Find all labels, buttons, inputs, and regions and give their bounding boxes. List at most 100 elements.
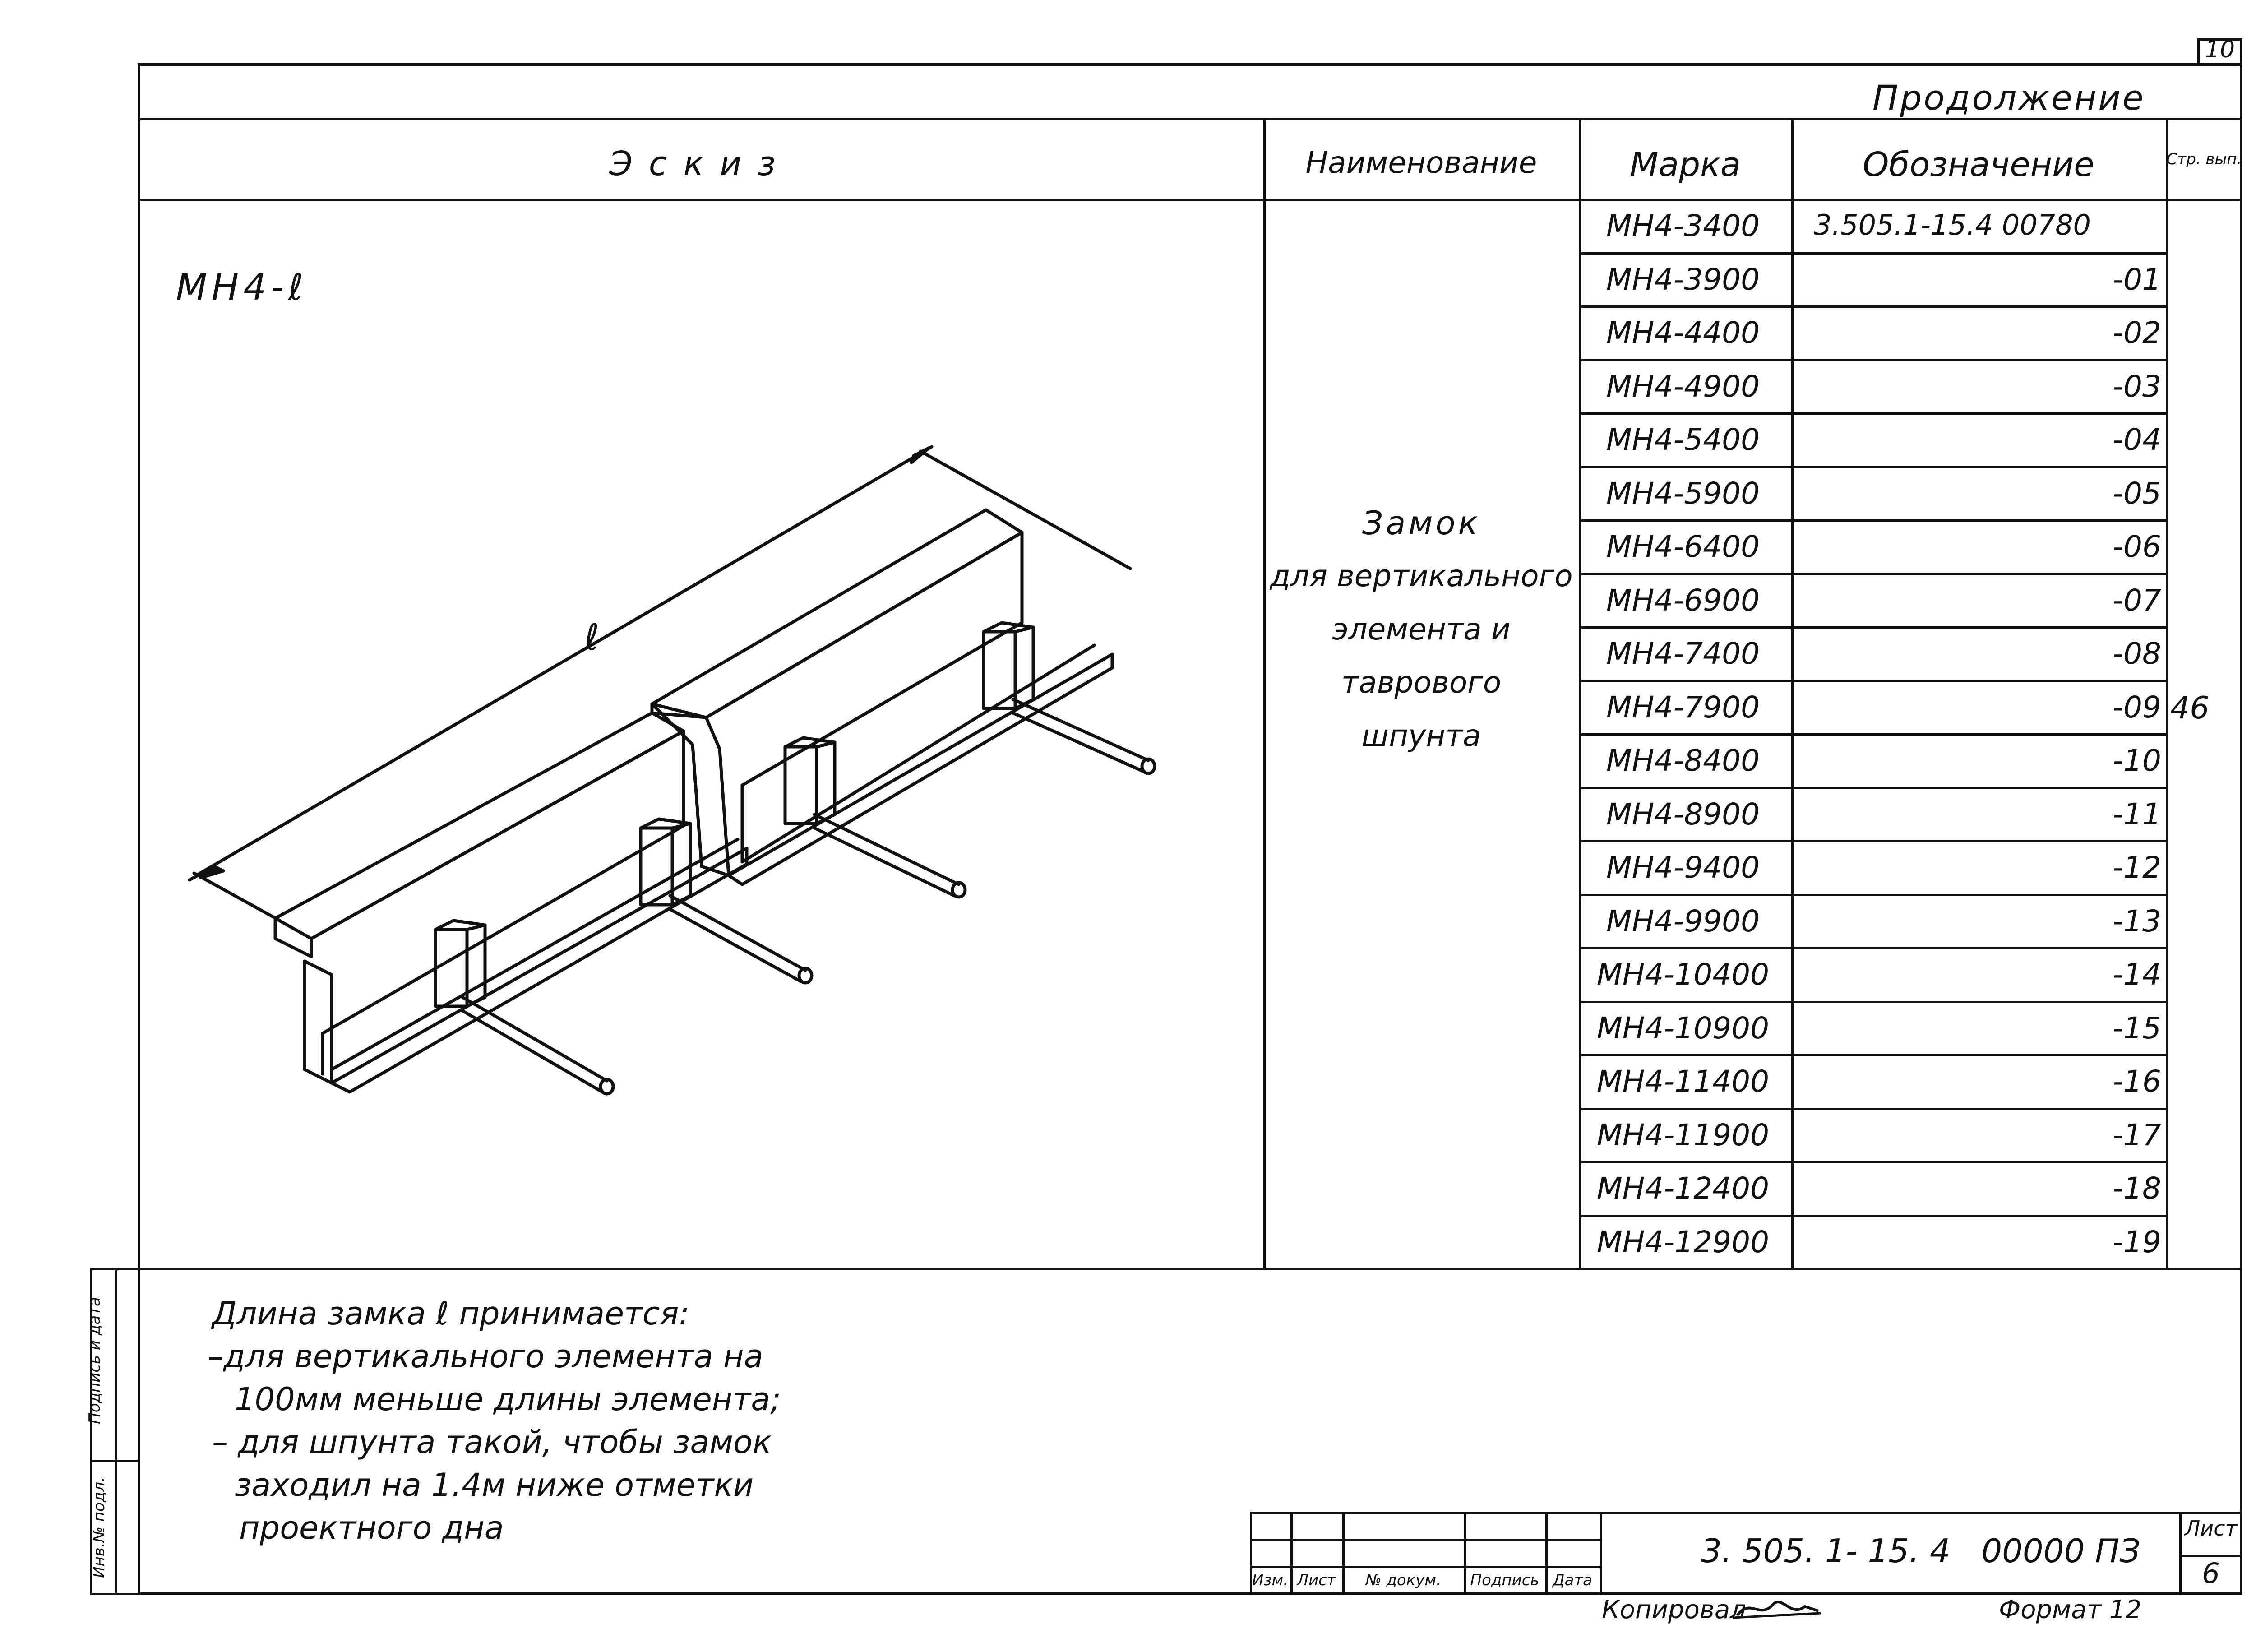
table-row-oboznachenie: 3.505.1-15.4 00780 (1814, 208, 2091, 241)
table-row-oboznachenie: -04 (2113, 422, 2161, 457)
row-divider (1579, 626, 2166, 629)
clip-rod-1 (434, 919, 615, 1096)
row-divider (1579, 1054, 2166, 1056)
note-line: 100мм меньше длины элемента; (235, 1381, 781, 1418)
table-row-oboznachenie: -19 (2113, 1224, 2161, 1259)
table-row-marka: МН4-12900 (1596, 1224, 1770, 1259)
row-divider (1579, 573, 2166, 575)
table-row-oboznachenie: -14 (2113, 957, 2161, 992)
table-row-marka: МН4-11400 (1596, 1064, 1770, 1099)
stamp-col-docnum: № докум. (1365, 1571, 1441, 1589)
dimension-label: ℓ (583, 616, 599, 658)
table-row-marka: МН4-6400 (1606, 529, 1760, 564)
title-block-divider (1600, 1512, 1602, 1595)
row-divider (1579, 787, 2166, 789)
table-row-marka: МН4-5900 (1606, 476, 1760, 511)
row-divider (1579, 1161, 2166, 1163)
table-row-oboznachenie: -15 (2113, 1010, 2161, 1046)
copied-by-signature (1732, 1593, 1823, 1631)
continuation-divider (138, 118, 2242, 120)
table-row-oboznachenie: -06 (2113, 529, 2161, 564)
row-divider (1579, 947, 2166, 949)
table-row-marka: МН4-9900 (1606, 903, 1760, 939)
stamp-col-izm: Изм. (1252, 1571, 1288, 1589)
table-row-marka: МН4-4900 (1606, 369, 1760, 404)
header-name: Наименование (1305, 145, 1537, 180)
clip-rod-4 (982, 621, 1156, 775)
row-divider (1579, 519, 2166, 522)
lock-sketch: ℓ (188, 445, 1156, 1096)
row-divider (1579, 893, 2166, 896)
header-sketch: Эскиз (609, 144, 792, 183)
title-block-divider (1250, 1539, 1600, 1541)
dimension-arrow (910, 446, 931, 464)
header-oboznachenie: Обозначение (1863, 145, 2094, 184)
stamp-col-date: Дата (1552, 1571, 1593, 1589)
table-row-marka: МН4-3900 (1606, 262, 1760, 297)
col-line-sketch (1263, 118, 1266, 1269)
table-row-oboznachenie: -16 (2113, 1064, 2161, 1099)
title-block-divider (1545, 1512, 1548, 1595)
row-divider (1579, 1214, 2166, 1217)
table-row-marka: МН4-7400 (1606, 636, 1760, 671)
row-divider (1579, 359, 2166, 361)
title-block-divider (1464, 1512, 1466, 1595)
table-row-marka: МН4-9400 (1606, 850, 1760, 885)
table-row-oboznachenie: -09 (2113, 689, 2161, 725)
page-number: 46 (2170, 690, 2210, 726)
item-name: Замок для вертикального элемента и тавро… (1266, 496, 1577, 763)
row-divider (1579, 305, 2166, 308)
table-row-oboznachenie: -13 (2113, 903, 2161, 939)
note-line: заходил на 1.4м ниже отметки (235, 1467, 754, 1504)
dimension-line (194, 445, 934, 877)
note-line: – для шпунта такой, чтобы замок (212, 1424, 772, 1461)
row-divider (1579, 680, 2166, 682)
item-name-line: элемента и (1332, 612, 1511, 647)
title-block-divider (2179, 1555, 2242, 1557)
table-row-marka: МН4-4400 (1606, 315, 1760, 350)
item-name-line: для вертикального (1270, 559, 1573, 593)
title-block-divider (1342, 1512, 1345, 1595)
note-line: –для вертикального элемента на (208, 1338, 763, 1375)
table-row-oboznachenie: -01 (2113, 262, 2161, 297)
signature-icon (1732, 1601, 1821, 1619)
header-page: Стр. вып. (2166, 150, 2242, 168)
table-row-oboznachenie: -10 (2113, 743, 2161, 778)
table-row-oboznachenie: -12 (2113, 850, 2161, 885)
item-name-line: таврового (1341, 665, 1502, 700)
table-row-oboznachenie: -07 (2113, 583, 2161, 618)
item-name-line: Замок (1362, 504, 1481, 542)
table-row-oboznachenie: -11 (2113, 796, 2161, 832)
copied-by: Копировал (1602, 1595, 1746, 1624)
table-row-marka: МН4-8900 (1606, 796, 1760, 832)
col-line-name (1579, 118, 1581, 1269)
row-divider (1579, 252, 2166, 255)
clip-rod-3 (783, 736, 967, 899)
row-divider (1579, 412, 2166, 415)
title-block (1250, 1512, 2242, 1595)
sketch-label: МН4-ℓ (176, 266, 308, 308)
header-marka: Марка (1629, 145, 1741, 184)
extension-line (192, 871, 282, 922)
table-row-oboznachenie: -03 (2113, 369, 2161, 404)
title-block-divider (1250, 1566, 1600, 1568)
table-row-marka: МН4-7900 (1606, 689, 1760, 725)
continuation-label: Продолжение (1872, 78, 2145, 118)
extension-line (919, 449, 1132, 570)
row-divider (1579, 840, 2166, 842)
table-row-marka: МН4-5400 (1606, 422, 1760, 457)
dimension-arrow (199, 865, 225, 879)
table-row-oboznachenie: -08 (2113, 636, 2161, 671)
clip-rod-2 (639, 817, 814, 985)
note-line: проектного дна (239, 1509, 504, 1546)
table-row-marka: МН4-12400 (1596, 1171, 1770, 1206)
sheet-label: Лист (2184, 1516, 2238, 1541)
row-divider (1579, 733, 2166, 736)
table-row-marka: МН4-3400 (1606, 208, 1760, 243)
row-divider (1579, 466, 2166, 468)
table-row-marka: МН4-10900 (1596, 1010, 1770, 1046)
table-row-marka: МН4-11900 (1596, 1117, 1770, 1152)
stamp-col-signature: Подпись (1470, 1571, 1539, 1589)
sheet-number: 6 (2202, 1557, 2220, 1590)
corner-number-box (2197, 38, 2242, 65)
